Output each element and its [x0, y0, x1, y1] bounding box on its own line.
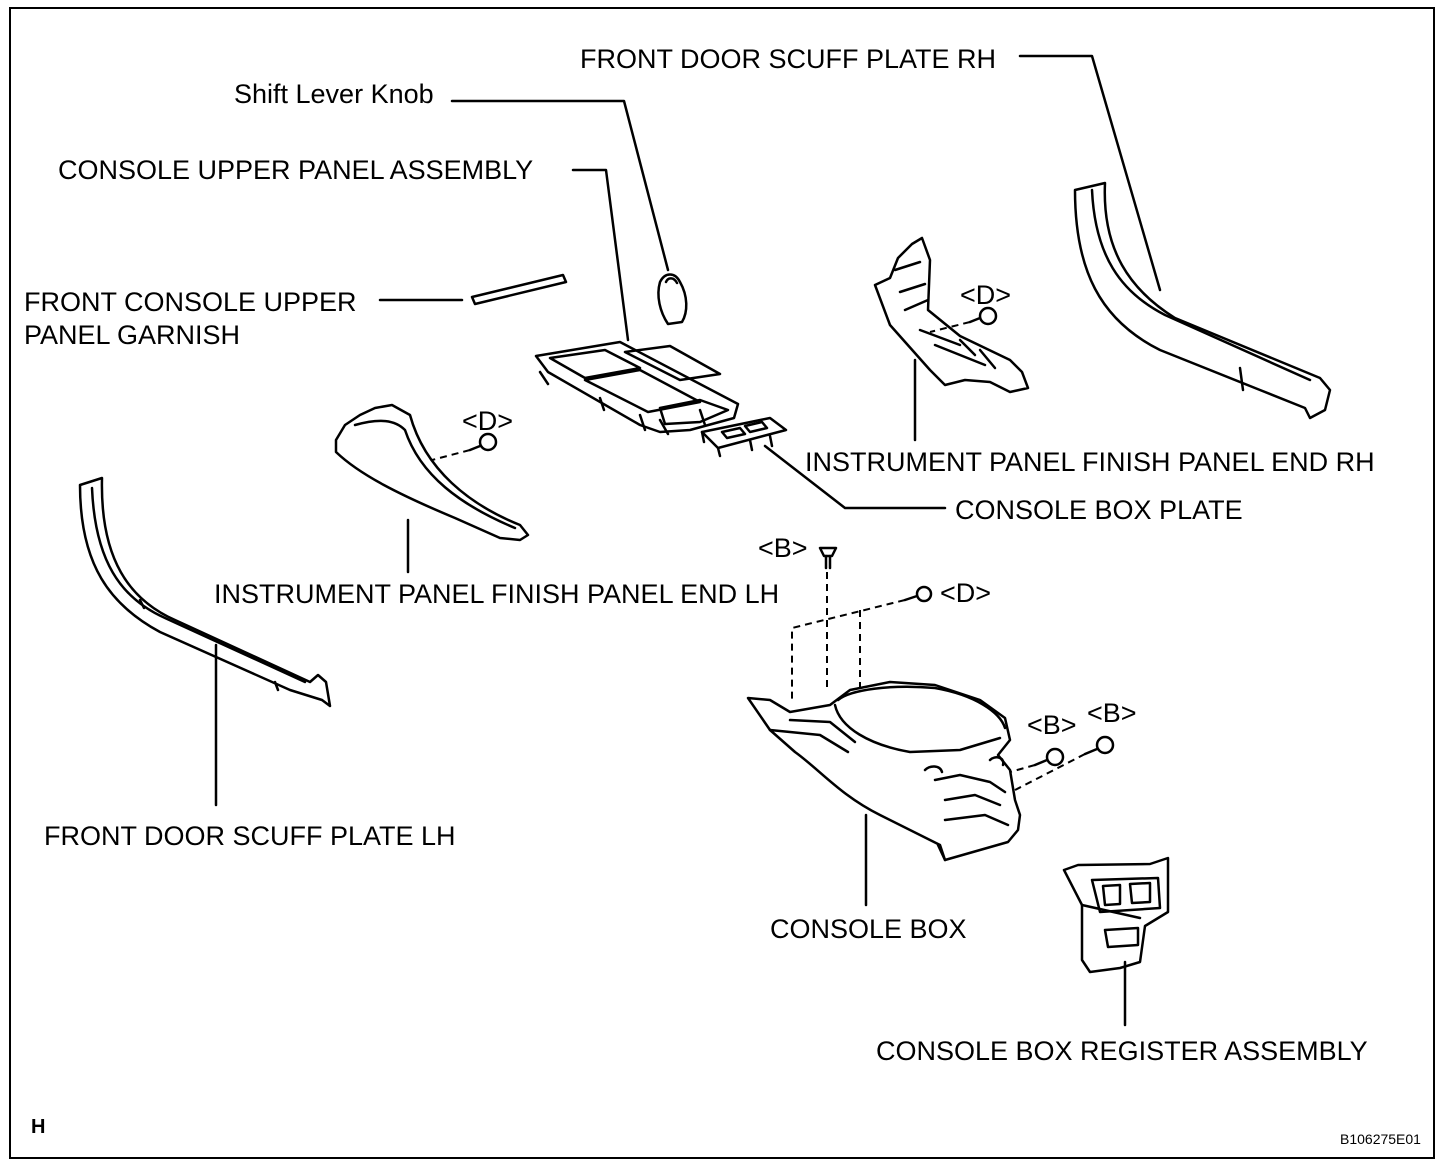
console-upper-panel-assembly-part	[534, 340, 740, 436]
view-letter: H	[31, 1116, 46, 1138]
fastener-b-rear-parts	[1033, 735, 1115, 767]
label-console-box-plate: CONSOLE BOX PLATE	[955, 495, 1243, 525]
dash-d-lh	[431, 449, 471, 461]
leader-front-door-scuff-plate-rh	[1018, 54, 1162, 292]
label-front-console-upper-panel-garnish-line2: PANEL GARNISH	[24, 320, 241, 350]
front-door-scuff-plate-rh-part	[1073, 181, 1332, 420]
label-front-door-scuff-plate-rh: FRONT DOOR SCUFF PLATE RH	[580, 44, 997, 74]
label-shift-lever-knob: Shift Lever Knob	[234, 79, 434, 109]
label-fastener-b-rear-left: <B>	[1027, 710, 1077, 740]
label-instrument-panel-finish-panel-end-lh: INSTRUMENT PANEL FINISH PANEL END LH	[214, 579, 780, 609]
fastener-b-top-part	[818, 546, 838, 570]
fastener-d-lh-part	[468, 432, 498, 452]
front-console-upper-panel-garnish-part	[470, 273, 568, 306]
label-instrument-panel-finish-panel-end-rh: INSTRUMENT PANEL FINISH PANEL END RH	[805, 447, 1375, 477]
label-console-box-register-assembly: CONSOLE BOX REGISTER ASSEMBLY	[876, 1036, 1368, 1066]
label-console-upper-panel-assembly: CONSOLE UPPER PANEL ASSEMBLY	[58, 155, 534, 185]
dash-d-rh	[929, 321, 971, 333]
leader-console-upper-panel-assembly	[571, 168, 630, 342]
console-box-register-assembly-part	[1062, 856, 1170, 974]
leader-console-box-plate	[763, 444, 947, 510]
label-front-console-upper-panel-garnish-line1: FRONT CONSOLE UPPER	[24, 287, 357, 317]
dash-d-box	[791, 599, 906, 700]
fastener-d-box-part	[903, 585, 933, 603]
label-fastener-b-rear-right: <B>	[1087, 698, 1137, 728]
label-front-door-scuff-plate-lh: FRONT DOOR SCUFF PLATE LH	[44, 821, 456, 851]
label-fastener-b-top: <B>	[758, 533, 808, 563]
console-box-part	[746, 680, 1022, 862]
figure-code: B106275E01	[1340, 1131, 1421, 1147]
leader-shift-lever-knob	[450, 99, 670, 272]
instrument-panel-finish-panel-end-rh-part	[873, 236, 1030, 394]
front-door-scuff-plate-lh-part	[78, 476, 332, 708]
label-console-box: CONSOLE BOX	[770, 914, 967, 944]
dash-b-rear-left	[1009, 764, 1036, 773]
fastener-d-rh-part	[968, 306, 998, 326]
label-fastener-d-box: <D>	[940, 578, 992, 608]
dash-b-rear-right	[1014, 753, 1086, 791]
shift-lever-knob-part	[657, 273, 688, 326]
diagram-frame	[9, 7, 1435, 1159]
label-fastener-d-lh: <D>	[462, 406, 514, 436]
instrument-panel-finish-panel-end-lh-part	[334, 403, 530, 542]
label-fastener-d-rh: <D>	[960, 280, 1012, 310]
console-box-plate-part	[700, 416, 788, 458]
